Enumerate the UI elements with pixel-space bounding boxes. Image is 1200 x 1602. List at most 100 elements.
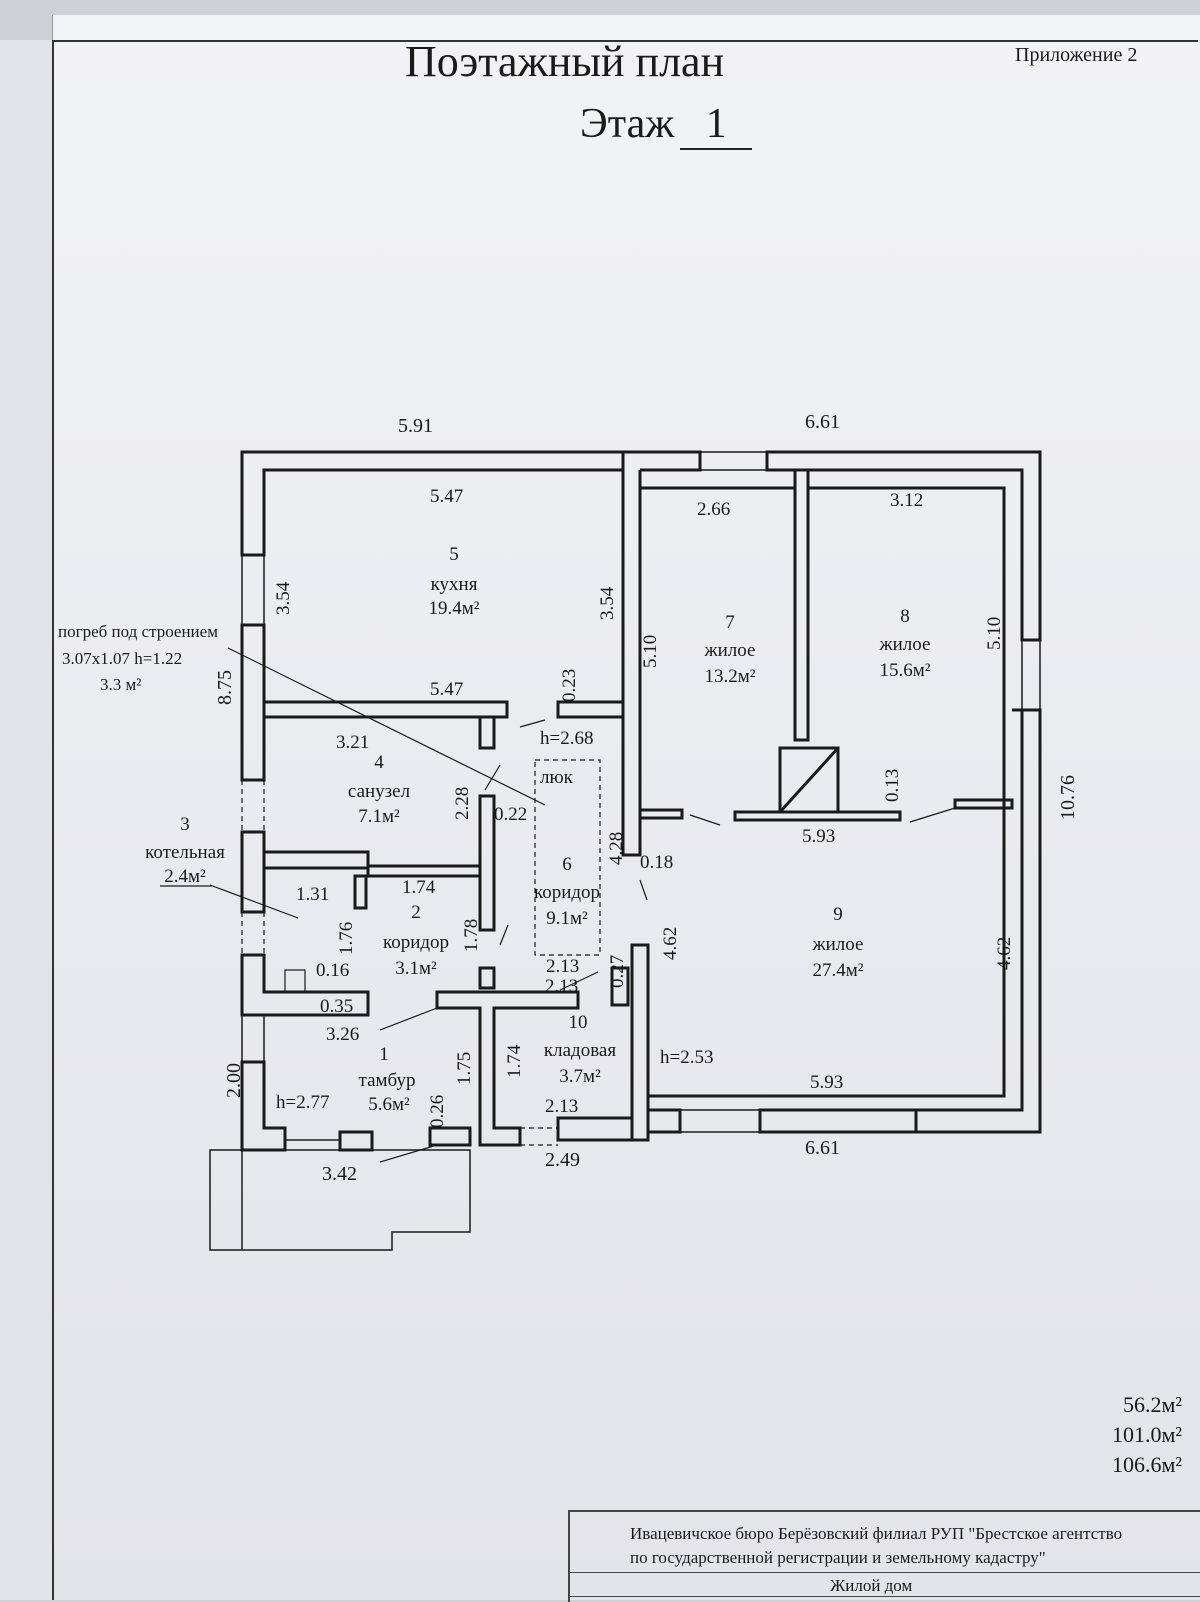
dim-corr2-c: 1.76 xyxy=(336,922,357,955)
dim-kitchen-left: 3.54 xyxy=(273,581,294,615)
dim-wall-013: 0.13 xyxy=(882,769,903,802)
title-block: Ивацевичское бюро Берёзовский филиал РУП… xyxy=(568,1510,1200,1602)
dim-room9-right: 4.62 xyxy=(994,937,1015,970)
dim-room9-left: 4.62 xyxy=(660,927,681,960)
dim-kitchen-right: 3.54 xyxy=(597,586,618,620)
dim-top-right: 6.61 xyxy=(805,411,840,433)
dim-wall-027: 0.27 xyxy=(607,955,628,988)
room-1-area: 5.6м² xyxy=(368,1094,410,1115)
room-10-name: кладовая xyxy=(544,1040,616,1061)
dim-wall-023: 0.23 xyxy=(559,669,580,702)
room-5-area: 19.4м² xyxy=(429,598,480,619)
dim-porch-width: 3.42 xyxy=(322,1163,357,1185)
gross-area: 106.6м² xyxy=(1111,1452,1182,1477)
org-line-1: Ивацевичское бюро Берёзовский филиал РУП… xyxy=(630,1524,1123,1543)
room-4-area: 7.1м² xyxy=(358,806,400,827)
room-2-area: 3.1м² xyxy=(395,958,437,979)
org-line-2: по государственной регистрации и земельн… xyxy=(630,1548,1046,1567)
dim-bottom-mid: 2.49 xyxy=(545,1149,580,1171)
leader-lines xyxy=(160,647,956,1163)
room-3-area: 2.4м² xyxy=(164,866,206,887)
dim-wall-018: 0.18 xyxy=(640,852,673,873)
dim-left-side: 8.75 xyxy=(214,670,236,705)
dim-wall-026: 0.26 xyxy=(427,1095,448,1128)
page-title: Поэтажный план xyxy=(405,37,725,86)
title-block-divider xyxy=(570,1572,1200,1573)
room-10-area: 3.7м² xyxy=(559,1066,601,1087)
object-name: Жилой дом xyxy=(830,1576,913,1595)
dim-tambour-top: 3.26 xyxy=(326,1024,359,1045)
dim-wall-022: 0.22 xyxy=(494,804,527,825)
hidden-lines xyxy=(241,759,601,1146)
room-1-name: тамбур xyxy=(359,1070,416,1091)
height-main: h=2.68 xyxy=(540,728,593,749)
sheet-frame xyxy=(52,40,1198,1600)
dim-room8-top: 3.12 xyxy=(890,490,923,511)
room-1-number: 1 xyxy=(379,1044,389,1065)
dim-room9-bottom: 5.93 xyxy=(810,1072,843,1093)
dim-kitchen-top: 5.47 xyxy=(430,486,463,507)
room-6-area: 9.1м² xyxy=(546,908,588,929)
room-3-number: 3 xyxy=(180,814,190,835)
room-5-number: 5 xyxy=(449,544,459,565)
interior-dimensions: 5.47 5.47 3.54 3.54 0.23 3.21 2.28 0.22 … xyxy=(273,486,1015,1128)
dim-room7-top: 2.66 xyxy=(697,499,730,520)
dim-room9-top: 5.93 xyxy=(802,826,835,847)
dim-wall-035: 0.35 xyxy=(320,996,353,1017)
dim-corridor6-width: 2.13 xyxy=(546,956,579,977)
room-4-name: санузел xyxy=(348,781,411,802)
room-2-name: коридор xyxy=(383,932,449,953)
area-totals: 56.2м² 101.0м² 106.6м² xyxy=(1112,1390,1182,1480)
room-7-number: 7 xyxy=(725,612,735,633)
dim-wall-016: 0.16 xyxy=(316,960,349,981)
room-6-number: 6 xyxy=(562,854,572,875)
dim-kitchen-bottom: 5.47 xyxy=(430,679,463,700)
room-2-number: 2 xyxy=(411,902,421,923)
dim-room7-side: 5.10 xyxy=(640,635,661,668)
dim-pantry-top: 2.13 xyxy=(545,976,578,997)
room-8-name: жилое xyxy=(879,634,931,655)
dim-bath-height: 2.28 xyxy=(452,787,473,820)
room-7-name: жилое xyxy=(704,640,756,661)
dim-top-left: 5.91 xyxy=(398,415,433,437)
room-4-number: 4 xyxy=(374,752,384,773)
height-right: h=2.53 xyxy=(660,1047,713,1068)
room-5-name: кухня xyxy=(431,574,478,595)
dim-corr2-b: 1.74 xyxy=(402,877,436,898)
window-openings xyxy=(241,451,1041,1141)
title-block-divider-2 xyxy=(570,1596,1200,1597)
room-7-area: 13.2м² xyxy=(705,666,756,687)
dim-corridor6-length: 4.28 xyxy=(606,832,627,865)
floor-label: Этаж xyxy=(580,101,675,147)
room-10-number: 10 xyxy=(569,1012,588,1033)
cellar-note-line1: погреб под строением xyxy=(58,622,218,641)
dim-tambour-side-b: 1.74 xyxy=(504,1044,525,1078)
appendix-label: Приложение 2 xyxy=(1015,44,1138,66)
room-6-name: коридор xyxy=(534,882,600,903)
cellar-note-line3: 3.3 м² xyxy=(100,675,141,694)
dim-entrance-side: 2.00 xyxy=(223,1063,245,1098)
room-8-area: 15.6м² xyxy=(880,660,931,681)
dim-corr2-a: 1.31 xyxy=(296,884,329,905)
dim-pantry-bottom: 2.13 xyxy=(545,1096,578,1117)
dim-room8-side: 5.10 xyxy=(984,617,1005,650)
dim-bath-top: 3.21 xyxy=(336,732,369,753)
room-9-number: 9 xyxy=(833,904,843,925)
room-8-number: 8 xyxy=(900,606,910,627)
hatch-label: люк xyxy=(540,767,574,788)
floor-number: 1 xyxy=(680,100,753,150)
dim-bottom-right: 6.61 xyxy=(805,1137,840,1159)
room-9-area: 27.4м² xyxy=(813,960,864,981)
room-9-name: жилое xyxy=(812,934,864,955)
dim-corr2-d: 1.78 xyxy=(461,919,482,952)
total-area: 101.0м² xyxy=(1111,1422,1182,1447)
room-3-name: котельная xyxy=(145,842,225,863)
dim-right-side: 10.76 xyxy=(1057,775,1079,820)
tambour-height: h=2.77 xyxy=(276,1092,329,1113)
cellar-note-line2: 3.07x1.07 h=1.22 xyxy=(62,649,182,668)
dim-tambour-side-a: 1.75 xyxy=(454,1052,475,1085)
total-living-area: 56.2м² xyxy=(1122,1392,1182,1417)
room-labels: 5 кухня 19.4м² 4 санузел 7.1м² 3 котельн… xyxy=(145,544,931,1115)
